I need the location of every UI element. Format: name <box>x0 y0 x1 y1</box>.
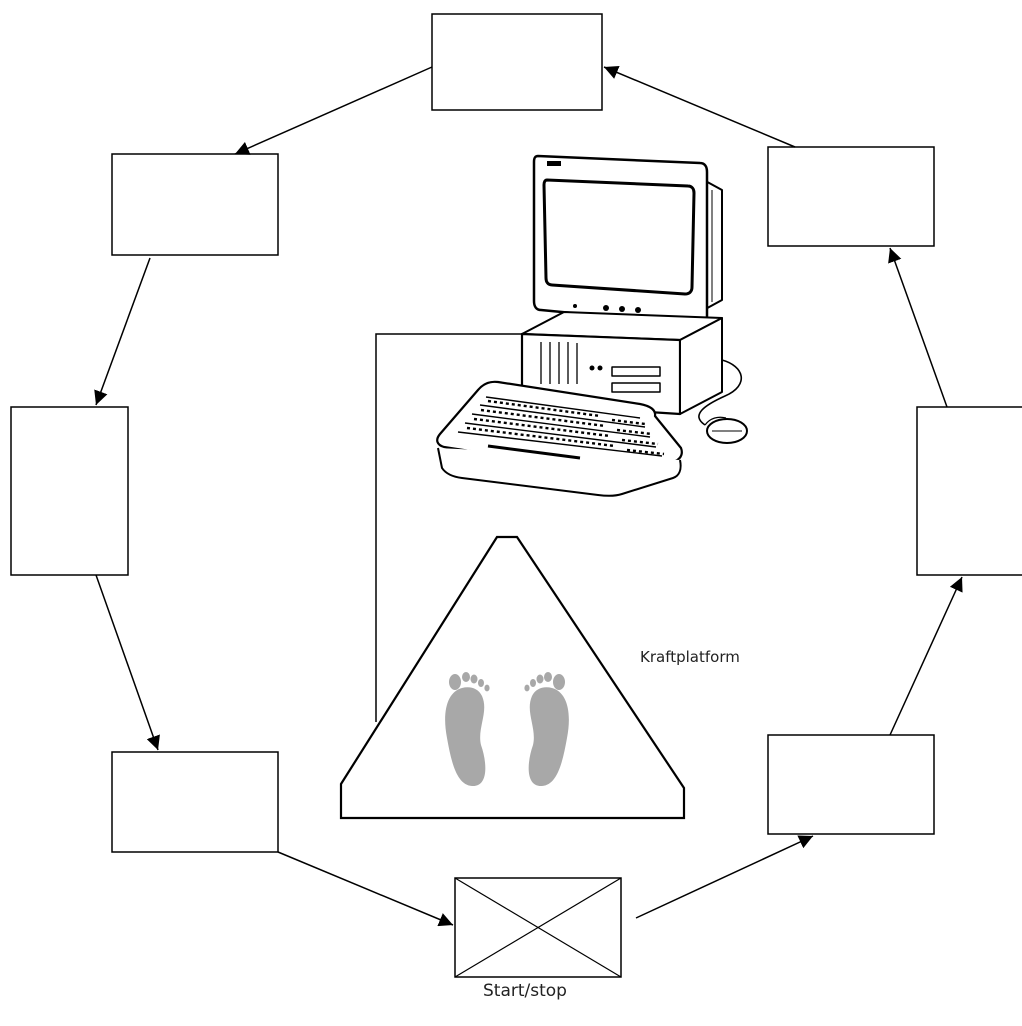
station-box-upper-left <box>111 153 279 256</box>
arrow-right-to-upper-right <box>888 247 948 408</box>
arrow-left-to-lower-left <box>95 574 160 751</box>
arrow-start-to-lower-right <box>635 835 814 919</box>
arrow-lower-right-to-right <box>889 576 963 736</box>
station-box-left <box>10 406 129 576</box>
arrow-lower-left-to-start <box>277 851 454 927</box>
arrow-top-to-upper-left <box>234 66 433 155</box>
station-box-upper-right <box>767 146 935 247</box>
force-platform <box>339 535 686 820</box>
start-stop-label: Start/stop <box>483 981 567 1001</box>
start-box-cross-line <box>454 877 622 978</box>
station-box-lower-right <box>767 734 935 835</box>
station-box-right <box>916 406 1022 576</box>
computer-icon <box>436 154 748 497</box>
arrow-upper-right-to-top <box>603 65 796 148</box>
cable-line <box>375 333 535 722</box>
footprints-icon <box>445 672 569 787</box>
arrow-upper-left-to-left <box>94 257 151 406</box>
platform-label: Kraftplatform <box>640 648 740 666</box>
station-box-top <box>431 13 603 111</box>
station-box-lower-left <box>111 751 279 853</box>
